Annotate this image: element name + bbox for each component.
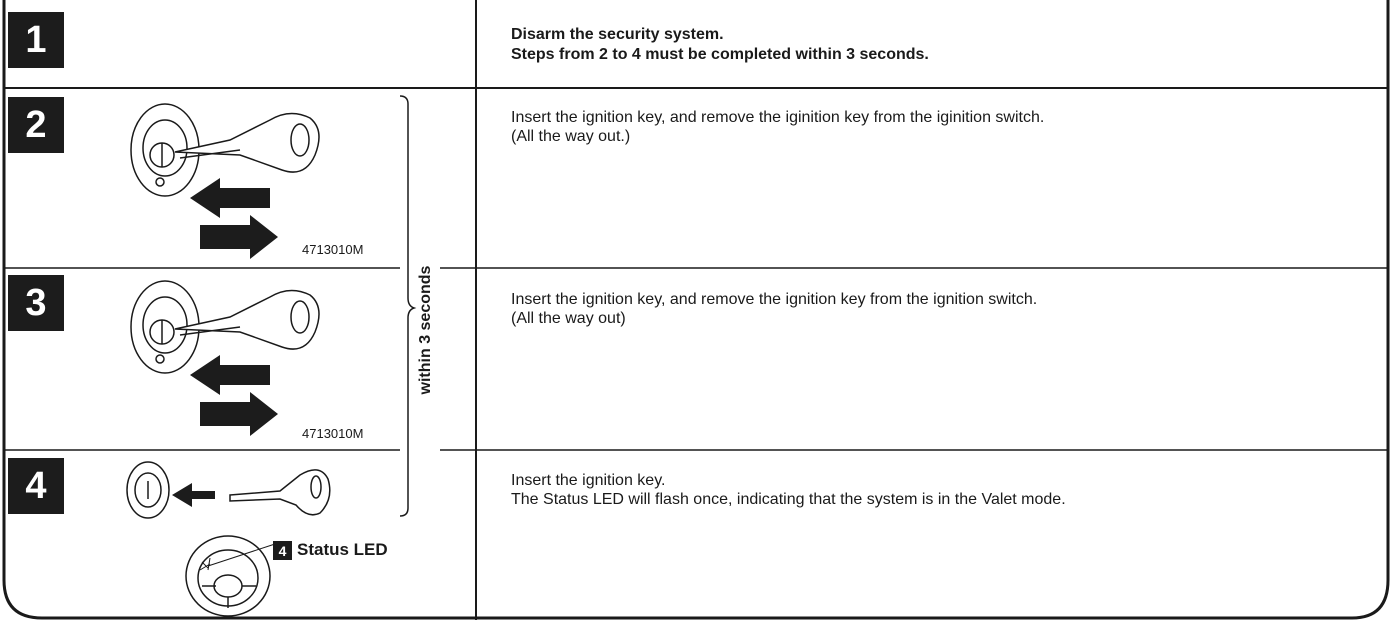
time-bracket [399, 95, 417, 517]
status-led-label: Status LED [297, 540, 388, 559]
step-1-line-2: Steps from 2 to 4 must be completed with… [511, 46, 929, 63]
step-2-line-1: Insert the ignition key, and remove the … [511, 109, 1045, 126]
figure-code: 4713010M [302, 426, 364, 441]
step-1-line-1: Disarm the security system. [511, 26, 724, 43]
step-4-line-2: The Status LED will flash once, indicati… [511, 491, 1066, 508]
key-insert-illustration [126, 461, 331, 519]
bracket-label: within 3 seconds [406, 250, 446, 410]
figure-code: 4713010M [302, 242, 364, 257]
bracket-label-text: within 3 seconds [417, 265, 434, 395]
step-4-badge: 4 [8, 458, 64, 514]
key-insert-remove-illustration [130, 103, 320, 259]
steering-wheel-illustration [185, 535, 276, 617]
key-insert-remove-illustration [130, 280, 320, 436]
step-1-badge: 1 [8, 12, 64, 68]
step-4-line-1: Insert the ignition key. [511, 472, 666, 489]
step-2-badge: 2 [8, 97, 64, 153]
step-3-line-1: Insert the ignition key, and remove the … [511, 291, 1038, 308]
step-3-line-2: (All the way out) [511, 310, 626, 327]
step-2-line-2: (All the way out.) [511, 128, 631, 145]
status-led-badge: 4 [273, 541, 292, 560]
step-3-badge: 3 [8, 275, 64, 331]
